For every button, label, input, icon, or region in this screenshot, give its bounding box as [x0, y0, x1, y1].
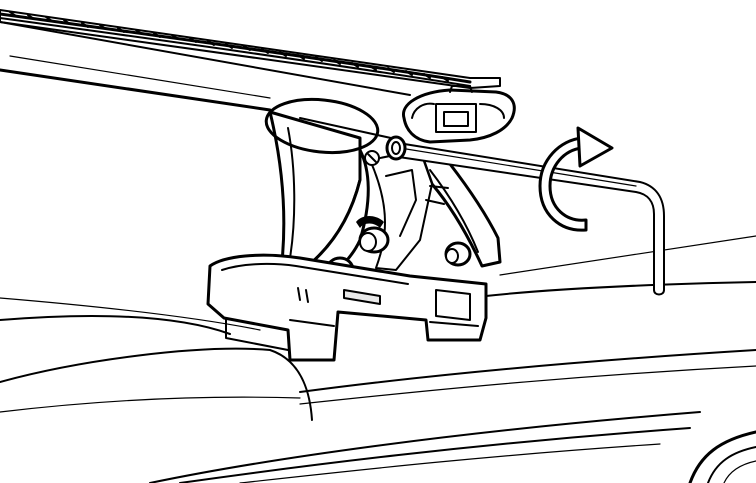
foot-clamp-arm [418, 148, 502, 268]
foot-clamp-arm-edge [429, 169, 479, 253]
roof-body-mid [299, 349, 756, 393]
roof-rail-bar [0, 9, 501, 141]
hex-key-tool [385, 135, 665, 296]
window-corner-outer [688, 430, 756, 483]
roof-body-mid2 [299, 365, 756, 405]
end-cap-left-lobe [411, 102, 435, 119]
roof-lower-left [0, 396, 301, 413]
bar-lower-edge [0, 68, 272, 112]
hex-key-highlight [399, 147, 637, 187]
adjust-knob-left [356, 216, 390, 254]
foot-base-tabs [297, 287, 309, 303]
foot-base-top-edge [221, 262, 409, 285]
rotation-arrow-head [576, 126, 614, 168]
rotation-arrow [538, 126, 614, 232]
roof-lower-1 [149, 411, 701, 483]
end-cap-top-slot [449, 85, 473, 93]
roof-lower-3 [239, 443, 661, 483]
bar-mid-line [9, 55, 271, 99]
bar-rubber-strip-2 [0, 17, 471, 87]
foot-base-pad-right [429, 321, 479, 327]
hex-key-collar-inner [391, 141, 401, 155]
window-corner-inner2 [723, 460, 756, 483]
roof-lower-2 [179, 427, 691, 483]
highlight-ellipse [264, 97, 380, 155]
foot-mechanism-detail [385, 169, 417, 237]
foot-mechanism-ribs [425, 185, 449, 205]
foot-base [206, 253, 488, 362]
bar-bottom-edge [299, 117, 401, 141]
bar-end-profile [402, 85, 516, 144]
rotation-arrow-arc [538, 136, 588, 232]
roof-edge [0, 315, 231, 335]
foot-base-pad-mid [289, 319, 335, 327]
end-cap-channel-inner [443, 111, 469, 127]
roof-ridge-right [485, 281, 756, 297]
hex-key-collar [385, 135, 407, 161]
adjust-knob-right [444, 241, 472, 267]
end-cap-right-lobe [479, 103, 505, 119]
bar-upper-edge [0, 21, 411, 96]
foot-base-slot [343, 289, 381, 305]
bar-teeth [9, 11, 449, 82]
roof-line-upper [0, 297, 261, 331]
car-roof [0, 235, 756, 483]
roof-body-left [0, 347, 313, 421]
roof-line-right [499, 235, 756, 276]
foot-side-plate-crease [287, 127, 296, 259]
foot-base-pad-left [225, 317, 289, 351]
end-cap-channel [435, 103, 477, 133]
foot-base-clip [435, 289, 471, 321]
bracket-screw-slot [367, 153, 377, 163]
window-corner-inner [707, 446, 756, 483]
